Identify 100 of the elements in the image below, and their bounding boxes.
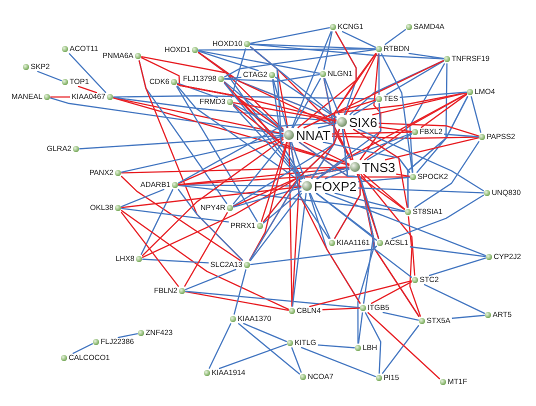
edge-line [356, 174, 380, 239]
edge-line [248, 142, 288, 261]
edge-line [230, 48, 246, 98]
edge-line [243, 322, 288, 342]
edge-line [178, 176, 410, 186]
edge-line [178, 188, 244, 262]
edge-line [272, 79, 288, 128]
edge-line [142, 138, 284, 256]
edge-line [198, 50, 320, 74]
edge-line [250, 43, 376, 50]
edge-line [113, 97, 350, 166]
edge-line [224, 76, 242, 80]
edge-line [68, 52, 106, 94]
edge-line [382, 324, 420, 374]
edge-line [324, 192, 486, 256]
edge-line [358, 176, 410, 182]
edge-line [291, 31, 332, 128]
edge-line [318, 344, 355, 348]
edge-line [424, 284, 486, 314]
edge-line [291, 347, 302, 373]
edge-line [409, 63, 446, 173]
edge-line [360, 174, 416, 276]
edge-line [316, 132, 412, 180]
edge-line [332, 136, 479, 139]
edge-line [444, 134, 479, 138]
edge-line [121, 136, 284, 173]
edge-line [370, 281, 412, 304]
edge-line [408, 216, 422, 317]
edge-line [208, 323, 232, 369]
edge-line [224, 48, 376, 78]
edge-line [140, 189, 174, 255]
edge-line [250, 44, 444, 60]
edge-line [224, 81, 284, 131]
edge-line [288, 142, 293, 307]
edge-line [353, 100, 376, 116]
edge-line [176, 82, 218, 98]
edge-line [323, 31, 333, 70]
edge-line [198, 50, 259, 72]
edge-line [386, 60, 444, 96]
edge-line [37, 70, 62, 82]
edge-line [184, 212, 228, 287]
edge-line [324, 168, 350, 180]
node-label: SIX6 [348, 116, 378, 128]
edge-line [292, 78, 322, 128]
edge-line [380, 53, 414, 173]
edge-line [316, 192, 412, 278]
edge-line [324, 78, 340, 116]
edge-line [372, 92, 467, 116]
edge-line [50, 96, 70, 98]
edge-line [358, 128, 484, 192]
edge-line [176, 86, 258, 222]
edge-line [367, 312, 440, 380]
edge-line [470, 96, 482, 133]
edge-line [238, 322, 300, 375]
edge-line [274, 76, 337, 119]
edge-line [120, 212, 180, 287]
edge-line [232, 104, 350, 166]
edge-line [178, 122, 336, 184]
edge-line [121, 186, 302, 208]
edge-line [224, 82, 302, 180]
edge-line [120, 188, 164, 208]
edge-line [178, 166, 350, 186]
edge-line [50, 97, 284, 135]
edge-line [407, 96, 468, 208]
edge-line [233, 102, 337, 122]
edge-line [334, 192, 405, 212]
edge-line [384, 28, 406, 46]
edge-line [316, 103, 382, 180]
edge-line [362, 174, 406, 210]
edge-line [316, 192, 378, 242]
edge-line [250, 192, 302, 262]
edge-line [342, 30, 376, 48]
edge-line [400, 92, 467, 98]
edge-line [178, 136, 284, 184]
edge-line [120, 176, 241, 262]
edge-line [364, 312, 382, 374]
edge-line [452, 314, 485, 319]
edge-line [142, 258, 209, 264]
edge-line [345, 53, 378, 116]
edge-line [342, 129, 380, 239]
edge-line [378, 53, 380, 95]
edge-line [260, 142, 288, 222]
edge-line [185, 290, 289, 312]
node-label: FOXP2 [313, 180, 358, 192]
edge-line [78, 86, 98, 94]
edge-line [297, 53, 376, 128]
edge-line [224, 74, 320, 82]
edge-line [378, 122, 479, 137]
edge-line [198, 52, 284, 130]
edge-line [428, 257, 486, 276]
edge-line [250, 46, 337, 118]
edge-line [250, 246, 378, 266]
edge-line [318, 122, 337, 129]
edge-line [121, 208, 229, 223]
edge-line [218, 344, 288, 370]
edge-line [290, 142, 330, 240]
edge-line [113, 95, 376, 100]
edge-line [185, 290, 360, 308]
edge-line [272, 79, 304, 180]
edge-line [120, 210, 290, 310]
